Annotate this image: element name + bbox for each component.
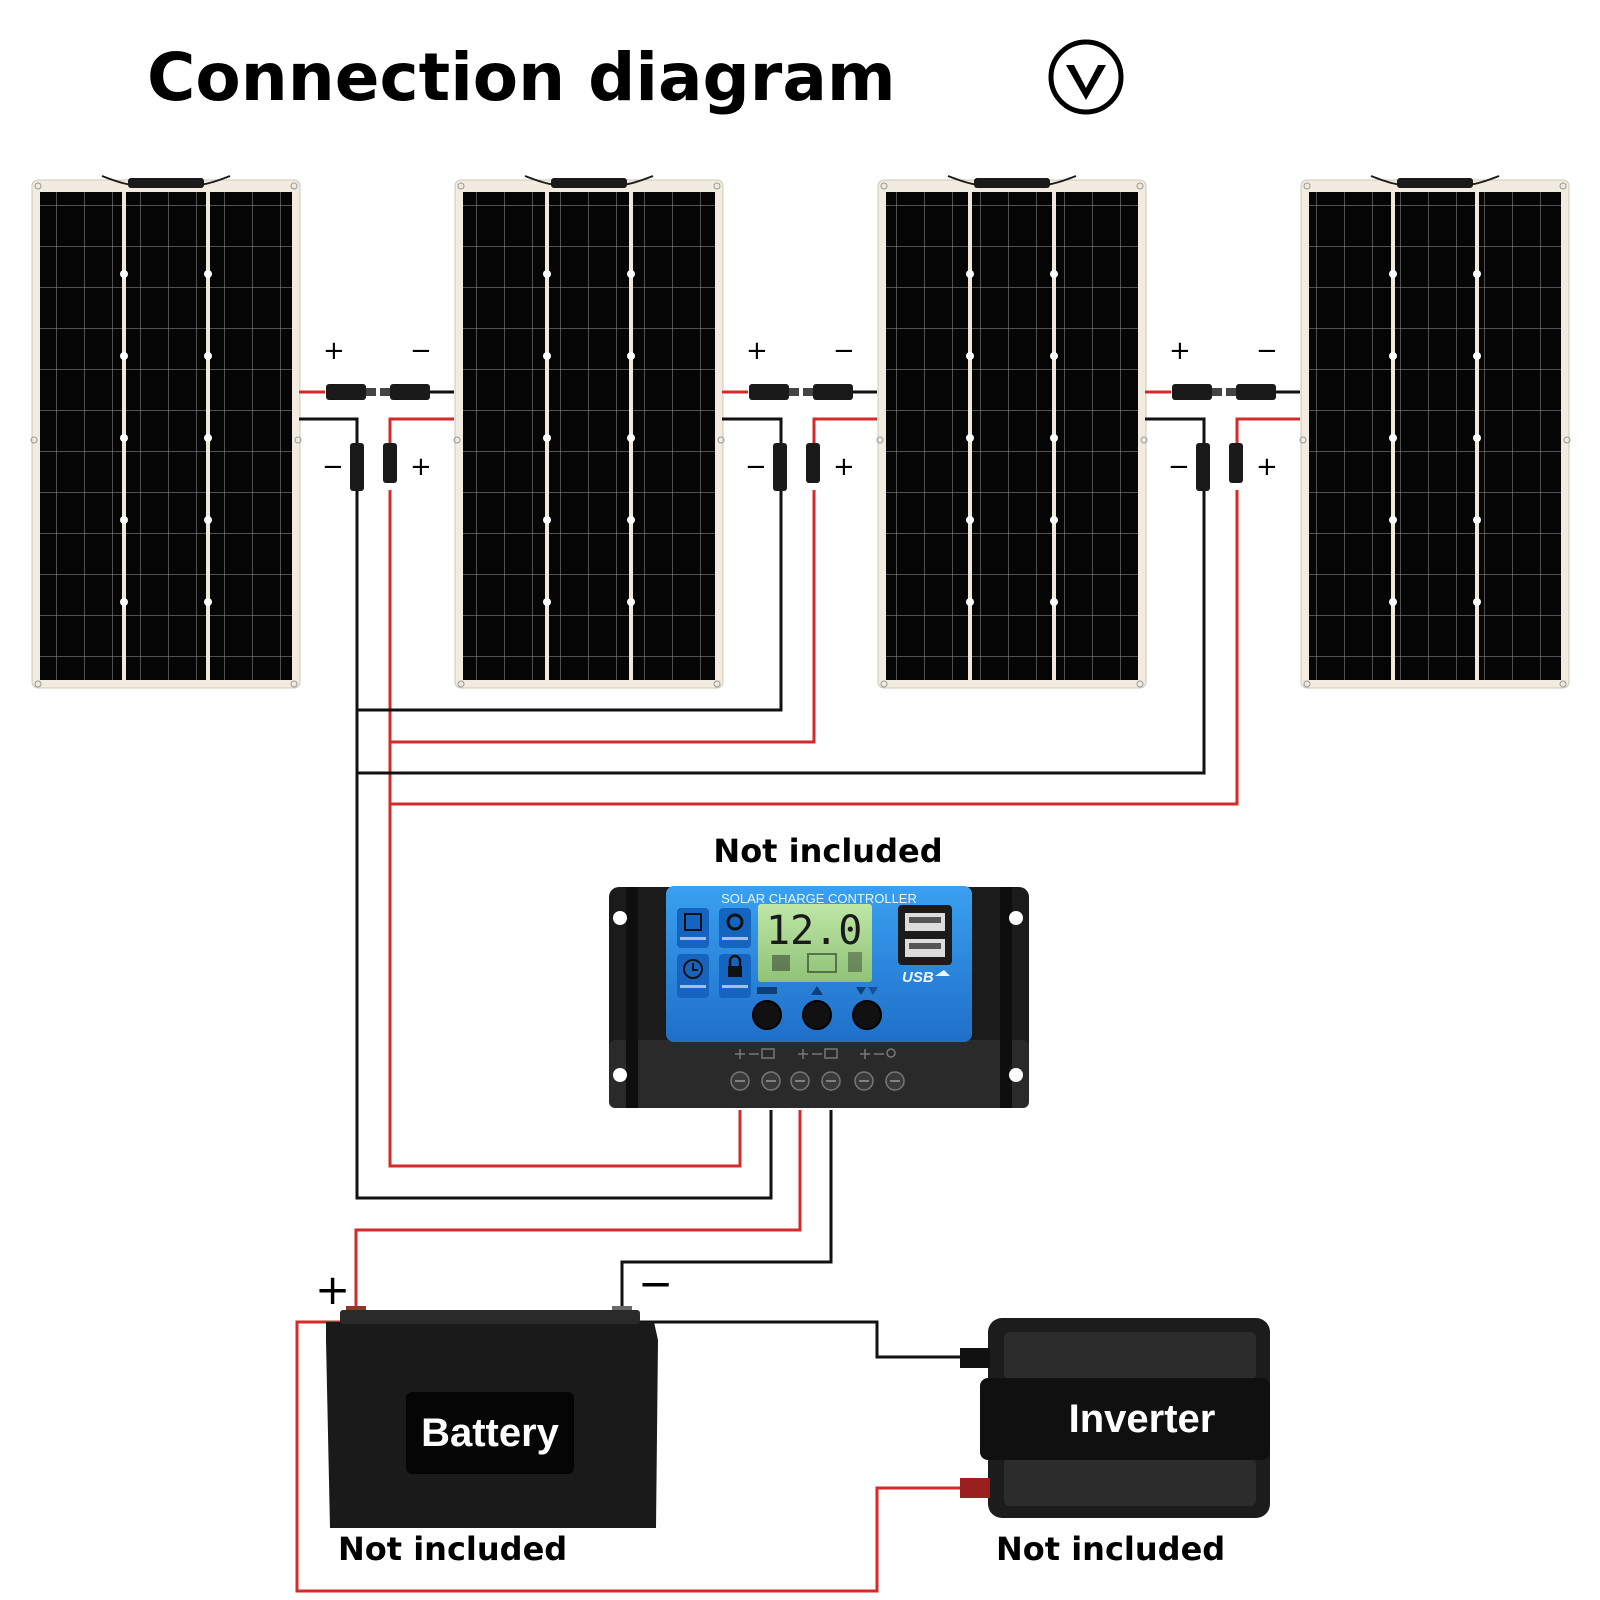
mount-hole <box>613 911 627 925</box>
inverter-label-plate <box>980 1378 1270 1460</box>
usb-label: USB <box>902 969 934 986</box>
inverter-negative-terminal <box>960 1348 990 1368</box>
connector-plus-label: + <box>1169 336 1191 366</box>
inverter-label: Inverter <box>1069 1397 1216 1441</box>
lock-icon <box>719 954 751 998</box>
chevron-down-circle-icon <box>1048 39 1124 115</box>
branch-minus-label: − <box>1168 452 1190 482</box>
branch-connector-pair: + − − + <box>1168 336 1278 491</box>
connector-minus-label: − <box>833 336 855 366</box>
mc4-minus-connector <box>813 384 853 400</box>
battery-note: Not included <box>338 1530 567 1568</box>
battery: + − Battery Not included <box>315 1259 673 1568</box>
branch-plus-label: + <box>410 452 432 482</box>
wiring <box>295 390 1300 1593</box>
battery-minus-sign: − <box>638 1259 673 1308</box>
battery-label-plate <box>406 1392 574 1474</box>
branch-plus-label: + <box>833 452 855 482</box>
connector-minus-label: − <box>1256 336 1278 366</box>
branch-minus-label: − <box>322 452 344 482</box>
lcd-value: 12.0 <box>766 908 862 954</box>
branch-plus-label: + <box>1256 452 1278 482</box>
inverter-positive-terminal <box>960 1478 990 1498</box>
solar-panel <box>30 175 302 689</box>
solar-panel <box>1299 175 1571 689</box>
mc4-minus-connector <box>1236 384 1276 400</box>
down-button[interactable] <box>852 1000 882 1030</box>
mc4-plus-connector <box>749 384 789 400</box>
solar-panel <box>876 175 1148 689</box>
controller-note: Not included <box>713 832 942 870</box>
connector-minus-label: − <box>410 336 432 366</box>
mcu-control-icon <box>677 908 709 948</box>
up-button[interactable] <box>802 1000 832 1030</box>
controller-panel-title: SOLAR CHARGE CONTROLLER <box>721 891 917 906</box>
mc4-plus-connector <box>1172 384 1212 400</box>
timer-icon <box>677 954 709 998</box>
mc4-minus-connector <box>390 384 430 400</box>
branch-plus-connector <box>1229 443 1243 483</box>
battery-plus-sign: + <box>315 1265 350 1314</box>
solar-panel <box>453 175 725 689</box>
branch-minus-connector <box>1196 443 1210 491</box>
branch-minus-connector <box>773 443 787 491</box>
solar-panels <box>30 175 1571 689</box>
branch-connector-pair: + − − + <box>322 336 432 491</box>
charge-controller: Not included SOLAR CHARGE CONTROLLER <box>609 832 1029 1108</box>
branch-minus-connector <box>350 443 364 491</box>
battery-label: Battery <box>421 1411 560 1455</box>
mount-hole <box>613 1068 627 1082</box>
mc4-plus-connector <box>326 384 366 400</box>
branch-connector-pair: + − − + <box>745 336 855 491</box>
diagram-title: Connection diagram <box>147 39 896 116</box>
mount-hole <box>1009 1068 1023 1082</box>
connector-plus-label: + <box>746 336 768 366</box>
usb-ports: USB <box>898 905 952 986</box>
branch-plus-connector <box>383 443 397 483</box>
controller-terminals <box>730 1071 905 1091</box>
mount-hole <box>1009 911 1023 925</box>
set-voltage-icon <box>719 908 751 948</box>
connector-plus-label: + <box>323 336 345 366</box>
branch-connectors: + − − + + − − + + − − + <box>322 336 1278 491</box>
branch-plus-connector <box>806 443 820 483</box>
branch-minus-label: − <box>745 452 767 482</box>
menu-button[interactable] <box>752 1000 782 1030</box>
inverter: Inverter Not included <box>960 1318 1270 1568</box>
inverter-note: Not included <box>996 1530 1225 1568</box>
